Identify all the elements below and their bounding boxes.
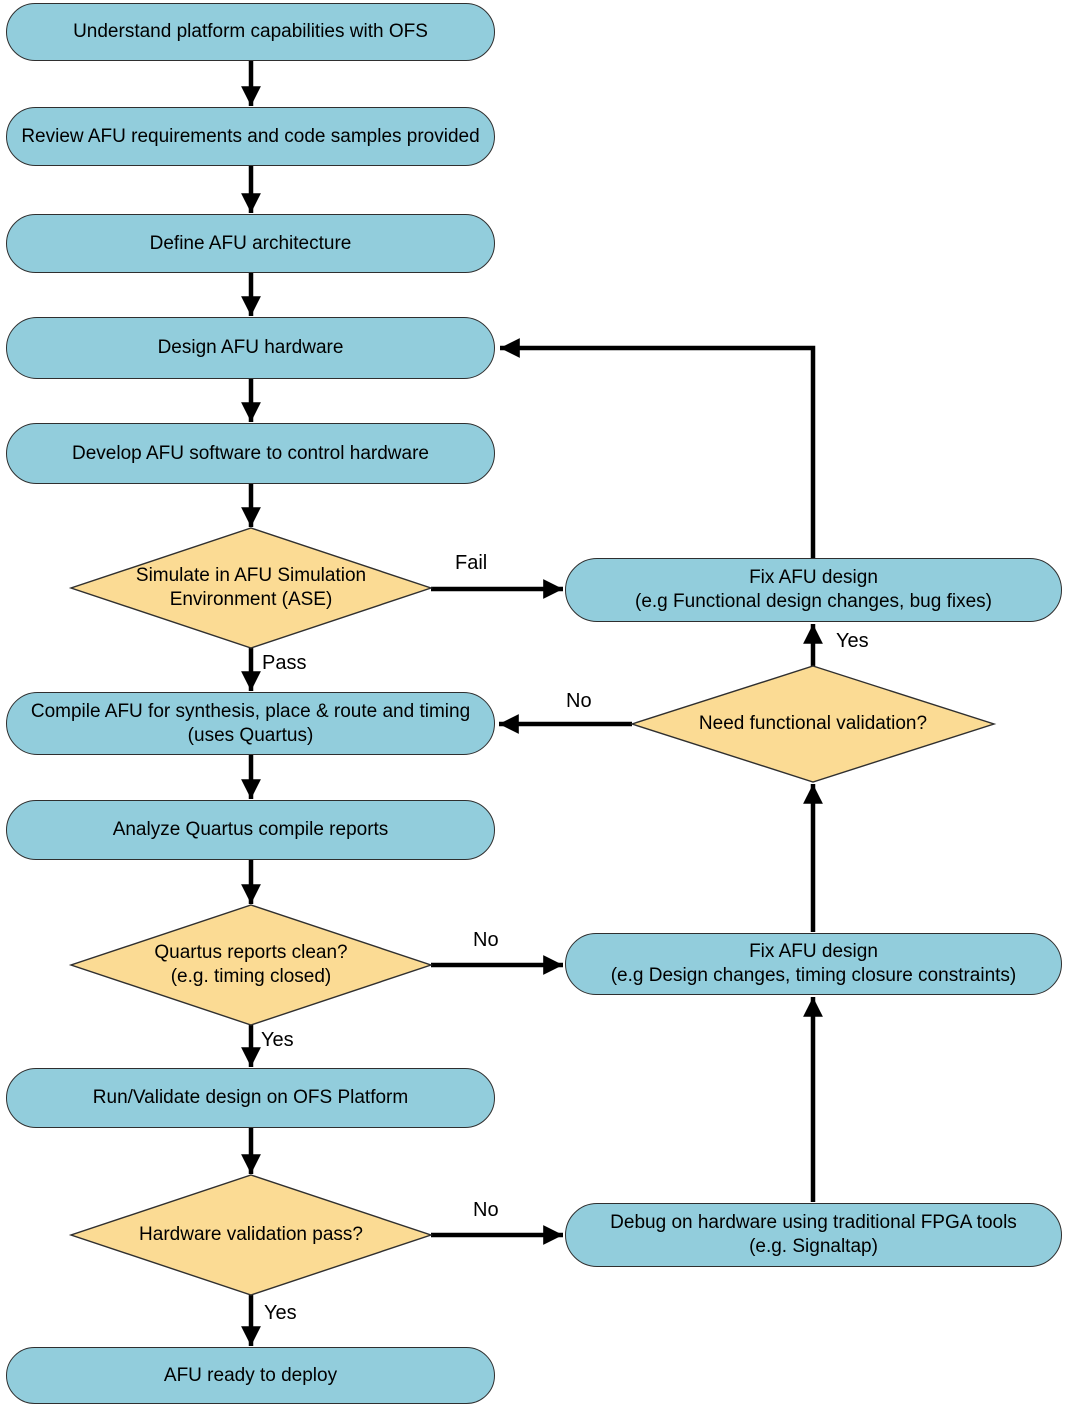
node-design-hardware-label: Design AFU hardware [157, 337, 344, 358]
node-run-validate: Run/Validate design on OFS Platform [6, 1068, 495, 1128]
decision-reports-clean-shape [68, 904, 434, 1026]
node-define-architecture-label: Define AFU architecture [149, 232, 352, 254]
edge-label-needvalidation-yes: Yes [836, 630, 869, 652]
edge-label-fail: Fail [455, 552, 488, 574]
decision-simulate-ase-line1: Simulate in AFU Simulation [135, 565, 367, 586]
node-ready-to-deploy: AFU ready to deploy [6, 1347, 495, 1404]
decision-need-validation-shape [629, 665, 997, 783]
node-compile-afu-line2: (uses Quartus) [187, 724, 314, 746]
node-define-architecture: Define AFU architecture [6, 214, 495, 273]
node-debug-hardware: Debug on hardware using traditional FPGA… [565, 1203, 1062, 1267]
edge-label-pass: Pass [262, 652, 307, 674]
node-fix-design-timing-line2: (e.g Design changes, timing closure cons… [610, 965, 1017, 986]
node-analyze-reports: Analyze Quartus compile reports [6, 800, 495, 860]
node-review-requirements-label: Review AFU requirements and code samples… [21, 125, 480, 147]
decision-need-validation: Need functional validation? [663, 676, 963, 772]
node-develop-software-label: Develop AFU software to control hardware [72, 442, 429, 464]
decision-hw-validation-shape [68, 1174, 434, 1296]
decision-simulate-shape [68, 527, 434, 649]
edge-label-needvalidation-no: No [566, 690, 592, 712]
node-understand-platform: Understand platform capabilities with OF… [6, 3, 495, 61]
node-run-validate-label: Run/Validate design on OFS Platform [92, 1087, 409, 1108]
node-debug-hardware-line1: Debug on hardware using traditional FPGA… [610, 1212, 1017, 1233]
decision-simulate-ase: Simulate in AFU Simulation Environment (… [101, 540, 401, 636]
node-fix-design-timing-line1: Fix AFU design [749, 941, 878, 962]
node-review-requirements: Review AFU requirements and code samples… [6, 107, 495, 166]
edge-label-hwvalidation-no: No [473, 1199, 499, 1221]
edge-label-hwvalidation-yes: Yes [264, 1302, 297, 1324]
node-fix-design-functional-line2: (e.g Functional design changes, bug fixe… [635, 591, 992, 612]
decision-hw-validation: Hardware validation pass? [101, 1187, 401, 1283]
node-fix-design-timing: Fix AFU design (e.g Design changes, timi… [565, 933, 1062, 995]
edge-label-reportsclean-no: No [473, 929, 499, 951]
decision-reports-clean-line2: (e.g. timing closed) [170, 966, 332, 987]
decision-reports-clean-line1: Quartus reports clean? [154, 942, 348, 963]
node-understand-platform-label: Understand platform capabilities with OF… [73, 21, 428, 42]
node-develop-software: Develop AFU software to control hardware [6, 423, 495, 484]
edge-fixfunctional-to-design-feedback [500, 338, 816, 558]
node-debug-hardware-line2: (e.g. Signaltap) [749, 1236, 878, 1257]
node-fix-design-functional: Fix AFU design (e.g Functional design ch… [565, 558, 1062, 622]
edge-label-reportsclean-yes: Yes [261, 1029, 294, 1051]
decision-hw-validation-label: Hardware validation pass? [139, 1224, 363, 1245]
node-compile-afu: Compile AFU for synthesis, place & route… [6, 692, 495, 755]
node-compile-afu-line1: Compile AFU for synthesis, place & route… [30, 700, 471, 722]
node-design-hardware: Design AFU hardware [6, 317, 495, 379]
node-fix-design-functional-line1: Fix AFU design [749, 567, 878, 588]
decision-simulate-ase-line2: Environment (ASE) [169, 589, 333, 610]
node-analyze-reports-label: Analyze Quartus compile reports [112, 819, 389, 840]
decision-need-validation-label: Need functional validation? [698, 713, 928, 734]
decision-reports-clean: Quartus reports clean? (e.g. timing clos… [101, 917, 401, 1013]
node-ready-to-deploy-label: AFU ready to deploy [163, 1364, 338, 1386]
